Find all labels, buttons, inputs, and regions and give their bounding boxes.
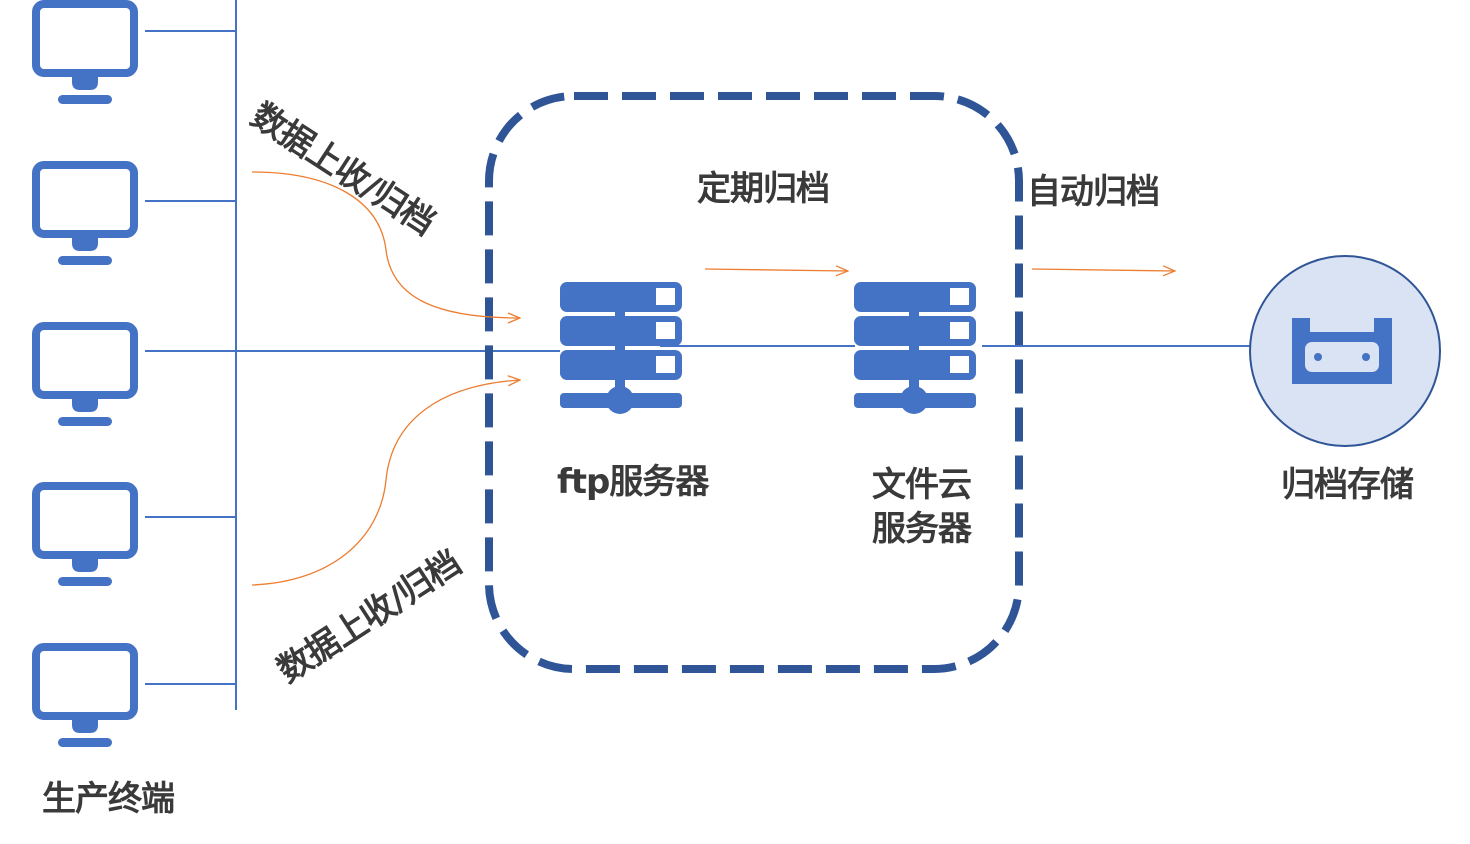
ftp-server-label: ftp服务器 [557, 462, 709, 502]
file-cloud-server-icon [854, 282, 976, 414]
auto-archive-arrow [1031, 269, 1175, 271]
auto-archive-label: 自动归档 [1027, 172, 1160, 212]
file-cloud-server-label-line1: 文件云 [872, 465, 972, 505]
terminals-label: 生产终端 [42, 779, 175, 819]
periodic-archive-arrow [704, 269, 848, 271]
server-zone-boundary [485, 92, 1023, 673]
terminal-4 [36, 486, 236, 586]
monitor-icon [36, 326, 134, 426]
monitor-icon [36, 486, 134, 586]
terminal-5 [36, 647, 236, 747]
archive-storage-label: 归档存储 [1281, 465, 1414, 505]
archive-storage-node [1249, 255, 1441, 447]
terminal-1 [36, 4, 236, 104]
monitor-icon [36, 165, 134, 265]
terminal-3 [36, 326, 560, 426]
tape-cassette-icon [1292, 318, 1392, 384]
ftp-server-icon [560, 282, 682, 414]
monitor-icon [36, 4, 134, 104]
file-cloud-server-label-line2: 服务器 [872, 509, 972, 549]
upload-arrow-top [251, 171, 520, 318]
periodic-archive-label: 定期归档 [697, 169, 830, 209]
monitor-icon [36, 647, 134, 747]
upload-arrow-bottom [251, 380, 520, 586]
terminal-2 [36, 165, 236, 265]
